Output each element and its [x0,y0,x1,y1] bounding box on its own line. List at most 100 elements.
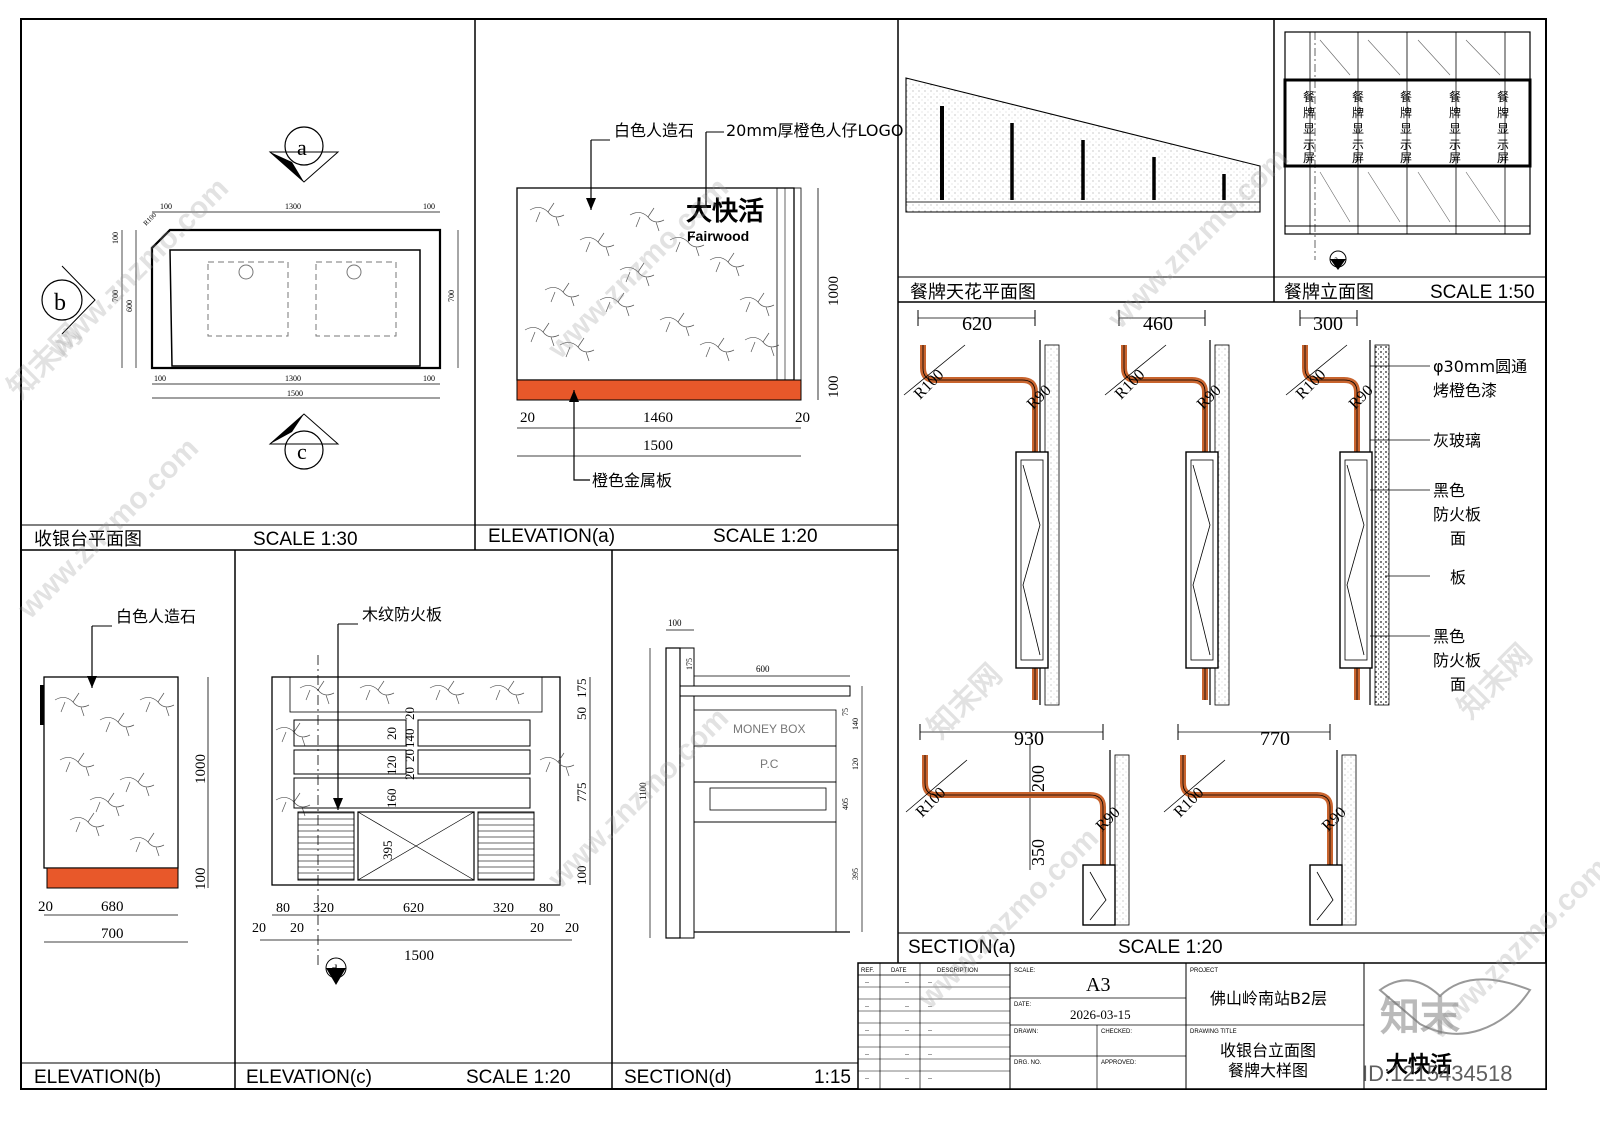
elev-c-dim-overall: 1500 [404,948,434,964]
tb-dash-11: -- [905,1052,909,1058]
elev-c-dim-i5: 160 [384,789,399,809]
elev-b-dim-wmid: 680 [101,899,124,915]
elev-c-marker-label: d [331,961,338,976]
plan-dim-bottom-1: 100 [154,374,166,383]
sign-panel-text-8: 显 [1352,122,1364,136]
section-d-dim-d6: 75 [841,708,850,716]
section-a-label-paint: 烤橙色漆 [1433,381,1497,400]
tb-dash-12: -- [928,1052,932,1058]
elev-b-title: ELEVATION(b) [34,1067,161,1088]
elev-c-scale: SCALE 1:20 [466,1067,571,1088]
section-a-label-plank: 板 [1450,568,1466,587]
section-a-r100-1: R100 [911,366,948,403]
section-d-dim-top: 100 [668,618,682,628]
sign-panel-text-20: 屏 [1449,151,1461,165]
elev-c-dim-i7: 20 [384,727,399,740]
elev-a-dim-wleft: 20 [520,410,535,426]
section-a-dim-350: 350 [1028,839,1048,866]
tb-hdr-drawn: DRAWN: [1014,1029,1038,1035]
sign-plan-drawing [905,77,1261,213]
elev-b-dim-hbase: 100 [193,868,209,891]
elev-c-label-wood: 木纹防火板 [362,605,442,624]
elev-b-dim-wleft: 20 [38,899,53,915]
tb-hdr-desc: DESCRIPTION [937,968,978,974]
sign-panel-text-6: 餐 [1352,89,1364,104]
section-a-label-black-1: 黑色 [1433,481,1465,500]
elev-c-dim-r3: 775 [574,783,589,803]
sign-panel-text-24: 示 [1497,138,1509,152]
elev-a-dim-hmain: 1000 [826,276,842,306]
plan-title: 收银台平面图 [34,529,142,550]
sign-panel-text-15: 屏 [1400,151,1412,165]
plan-dim-top-1: 100 [160,202,172,211]
elev-c-dim-b1: 80 [276,901,290,916]
sign-panel-text-11: 餐 [1400,89,1412,104]
elev-a-dim-wmid: 1460 [643,410,673,426]
tb-project-value: 佛山岭南站B2层 [1210,989,1327,1008]
tb-title-line1: 收银台立面图 [1220,1041,1316,1060]
section-a-scale: SCALE 1:20 [1118,937,1223,958]
plan-dim-right: 700 [447,290,456,302]
section-d-dim-d1: 175 [685,658,694,670]
elev-c-dim-i1: 140 [402,729,417,749]
tb-dash-10: -- [865,1052,869,1058]
section-d-dim-d2: 140 [851,718,860,730]
section-a-r100-3: R100 [1293,366,1330,403]
elev-c-dim-i8: 395 [380,841,395,861]
plan-dim-corner: R100 [142,211,159,228]
plan-dim-top-2: 1300 [285,202,301,211]
sign-panel-text-17: 牌 [1449,106,1461,120]
section-a-label-tube: φ30mm圆通 [1433,357,1527,376]
elev-c-dim-r2: 175 [574,679,589,699]
elev-c-dim-i3: 120 [384,756,399,776]
tb-logo-cn: 大快活 [1386,1052,1452,1077]
tb-dash-5: -- [905,1004,909,1010]
elev-a-logo-en: Fairwood [687,228,749,244]
tb-hdr-drawing-title: DRAWING TITLE [1190,1029,1237,1035]
elev-b-drawing [40,625,209,943]
section-a-label-face-2: 面 [1450,675,1466,694]
watermark-text-5: www.znzmo.com [541,702,735,896]
plan-dim-bottom-3: 100 [423,374,435,383]
sign-elev-scale: SCALE 1:50 [1430,282,1535,303]
tb-hdr-date: DATE [891,968,907,974]
tb-hdr-date2: DATE: [1014,1002,1032,1008]
elev-c-dim-s4: 20 [565,921,579,936]
section-a-r100-4: R100 [913,784,950,821]
tb-scale-value: A3 [1086,974,1110,996]
watermark-logo-cn: 知末 [1380,995,1460,1039]
section-a-dim-930: 930 [1014,728,1044,750]
sign-panel-text-23: 显 [1497,122,1509,136]
sign-panel-text-13: 显 [1400,122,1412,136]
section-d-dim-d4: 405 [841,798,850,810]
sign-panel-text-25: 屏 [1497,151,1509,165]
sign-panel-text-21: 餐 [1497,89,1509,104]
elev-c-dim-s2: 20 [290,921,304,936]
elev-a-label-stone: 白色人造石 [614,121,694,140]
tb-dash-9: -- [928,1028,932,1034]
section-a-label-board-2: 防火板 [1433,651,1481,670]
tb-dash-8: -- [905,1028,909,1034]
elev-a-drawing [516,131,819,481]
plan-marker-c [268,413,340,470]
tb-date-value: 2026-03-15 [1070,1007,1131,1022]
watermark-id: ID:1215434518 [1362,1061,1512,1086]
elev-c-dim-i2: 20 [402,707,417,720]
elev-c-dim-b4: 320 [493,901,514,916]
section-d-dim-w: 600 [756,664,770,674]
plan-dim-left-3: 600 [125,300,134,312]
section-a-label-board-1: 防火板 [1433,505,1481,524]
elev-a-dim-hbase: 100 [826,376,842,399]
elev-c-dim-s3: 20 [530,921,544,936]
elev-b-dim-overall: 700 [101,926,124,942]
tb-hdr-ref: REF. [861,968,874,974]
plan-dim-overall: 1500 [287,389,303,398]
elev-c-dim-r1: 50 [574,707,589,720]
section-a-label-glass: 灰玻璃 [1433,431,1481,450]
section-d-dim-d3: 120 [851,758,860,770]
sign-panel-text-16: 餐 [1449,89,1461,104]
tb-hdr-approved: APPROVED: [1101,1060,1136,1066]
elev-b-dim-hmain: 1000 [193,754,209,784]
sign-elev-drawing [1283,31,1532,260]
